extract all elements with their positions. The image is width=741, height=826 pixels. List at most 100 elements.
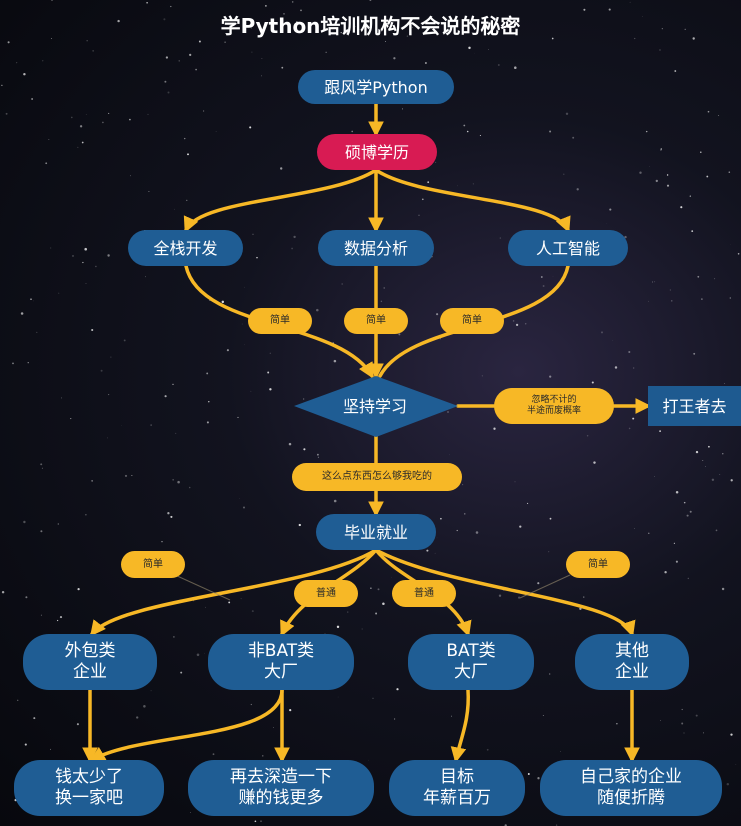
star xyxy=(77,587,80,591)
star xyxy=(375,612,378,615)
star xyxy=(697,275,700,278)
star xyxy=(719,474,721,475)
star xyxy=(244,344,245,346)
star xyxy=(660,719,661,721)
star xyxy=(208,401,210,403)
node-other: 其他 企业 xyxy=(575,634,689,690)
star xyxy=(493,427,496,430)
star xyxy=(633,367,635,369)
star xyxy=(481,375,483,377)
star xyxy=(418,214,420,216)
star xyxy=(486,748,489,751)
star xyxy=(729,297,731,299)
star xyxy=(396,688,399,691)
node-fullstack: 全栈开发 xyxy=(128,230,243,266)
star xyxy=(175,432,177,434)
star xyxy=(82,261,84,264)
star xyxy=(377,588,380,591)
bat-line1: BAT类 xyxy=(446,641,496,661)
star xyxy=(563,173,565,175)
star xyxy=(117,19,120,23)
pill-normal-1: 普通 xyxy=(294,580,358,607)
star xyxy=(289,709,292,712)
star xyxy=(726,782,730,786)
star xyxy=(634,37,636,40)
star xyxy=(164,80,167,83)
star xyxy=(86,40,88,42)
bat-line2: 大厂 xyxy=(453,662,488,682)
star xyxy=(72,255,74,257)
star xyxy=(325,51,327,53)
star xyxy=(439,338,441,340)
star xyxy=(215,131,217,132)
star xyxy=(237,416,239,418)
star xyxy=(40,530,43,533)
star xyxy=(357,28,360,31)
star xyxy=(715,529,718,532)
star xyxy=(40,614,42,616)
star xyxy=(147,113,149,115)
star xyxy=(148,190,150,193)
star xyxy=(178,60,180,62)
star xyxy=(206,372,209,375)
node-money-less: 钱太少了 换一家吧 xyxy=(14,760,164,816)
star xyxy=(686,514,689,517)
star xyxy=(701,298,703,300)
star xyxy=(107,254,110,257)
star xyxy=(703,732,704,734)
star xyxy=(628,350,631,354)
star xyxy=(77,146,79,148)
star xyxy=(361,362,363,364)
star xyxy=(737,253,740,255)
star xyxy=(468,46,471,50)
star xyxy=(648,300,649,302)
target-line2: 年薪百万 xyxy=(423,788,491,808)
star xyxy=(702,460,704,461)
star xyxy=(189,53,192,57)
star xyxy=(661,28,663,30)
star xyxy=(61,397,63,399)
star xyxy=(107,437,108,439)
star xyxy=(519,525,522,528)
star xyxy=(42,60,44,62)
star xyxy=(190,812,191,813)
star xyxy=(1,84,3,87)
star xyxy=(683,501,686,504)
star xyxy=(434,552,436,554)
star xyxy=(288,442,292,446)
star xyxy=(707,110,710,113)
star xyxy=(173,636,175,638)
star xyxy=(177,480,180,484)
star xyxy=(576,188,579,191)
star xyxy=(372,697,374,699)
star xyxy=(165,56,169,59)
star xyxy=(659,49,661,51)
star xyxy=(561,279,565,282)
star xyxy=(195,68,197,71)
target-line1: 目标 xyxy=(440,767,474,787)
star xyxy=(649,166,650,167)
star xyxy=(524,323,527,325)
star xyxy=(393,57,396,60)
star xyxy=(187,153,189,156)
star xyxy=(170,5,172,8)
star xyxy=(380,300,383,303)
pill-normal-2: 普通 xyxy=(392,580,456,607)
star xyxy=(100,369,103,372)
star xyxy=(92,50,94,52)
star xyxy=(714,278,716,280)
star xyxy=(7,41,10,44)
star xyxy=(206,421,209,424)
star xyxy=(150,424,152,426)
star xyxy=(593,461,596,464)
star xyxy=(456,529,458,532)
star xyxy=(654,281,656,283)
star xyxy=(706,175,709,178)
star xyxy=(341,283,343,285)
star xyxy=(451,715,452,717)
node-start: 跟风学Python xyxy=(298,70,454,104)
star xyxy=(260,820,262,822)
star xyxy=(652,281,653,283)
pill-simple-left: 简单 xyxy=(121,551,185,578)
star xyxy=(269,388,272,391)
